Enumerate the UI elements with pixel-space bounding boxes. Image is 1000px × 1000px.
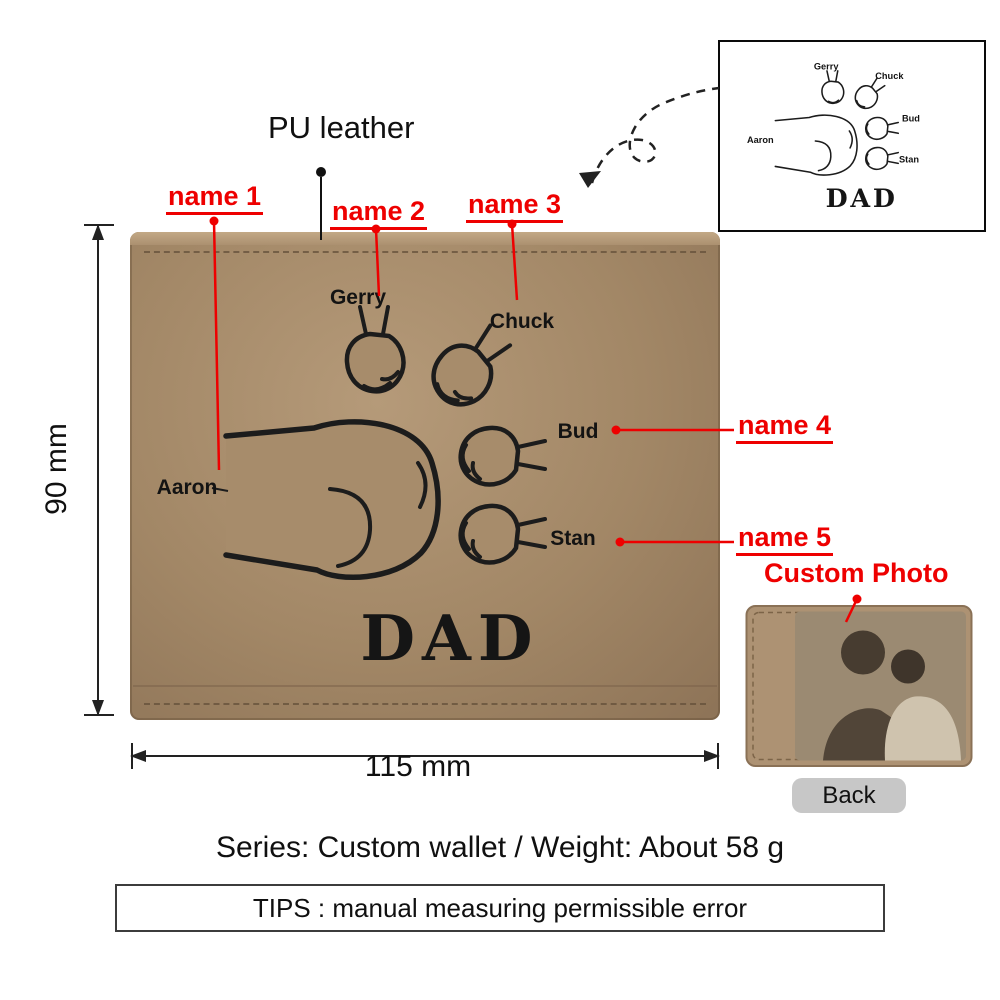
callout-name-5: name 5	[736, 523, 834, 557]
back-view-label: Back	[822, 781, 876, 809]
engraved-name-bud: Bud	[558, 420, 599, 443]
child-fist-stan-icon	[864, 146, 899, 171]
stitching-bottom	[144, 703, 706, 705]
fist-bump-engraving-preview: Gerry Chuck Bud Stan Aaron DAD	[747, 62, 920, 213]
engraved-name-gerry: Gerry	[330, 286, 386, 309]
preview-name-aaron: Aaron	[747, 135, 774, 145]
engraving-preview-inset: Gerry Chuck Bud Stan Aaron DAD	[718, 40, 986, 232]
callout-name-4: name 4	[736, 411, 834, 445]
material-label: PU leather	[268, 110, 415, 145]
width-dimension-label: 115 mm	[364, 750, 472, 783]
stitching-top	[144, 251, 706, 253]
engraved-dad-text: DAD	[360, 601, 539, 675]
callout-name-1: name 1	[166, 182, 264, 216]
series-weight-text: Series: Custom wallet / Weight: About 58…	[215, 831, 785, 864]
preview-name-bud: Bud	[902, 113, 920, 123]
engraved-photo	[795, 611, 966, 761]
child-fist-chuck-icon	[431, 323, 513, 407]
tips-box: TIPS : manual measuring permissible erro…	[115, 884, 885, 932]
back-view-button: Back	[792, 778, 906, 813]
engraved-name-stan: Stan	[550, 527, 596, 550]
dad-fist-icon	[223, 419, 441, 581]
aaron-connector-line	[211, 487, 229, 492]
fist-bump-engraving: Gerry Chuck Bud Stan Aaron DAD	[157, 286, 599, 675]
engraved-name-chuck: Chuck	[490, 310, 555, 333]
child-fist-gerry-icon	[344, 305, 406, 394]
tips-text: TIPS : manual measuring permissible erro…	[252, 892, 748, 923]
height-dimension-label: 90 mm	[40, 423, 73, 515]
preview-dad-text: DAD	[826, 183, 898, 213]
zoom-arrow-icon	[579, 86, 720, 188]
engraved-name-aaron: Aaron	[157, 476, 218, 499]
child-fist-gerry-icon	[821, 70, 845, 105]
preview-name-chuck: Chuck	[875, 71, 904, 81]
wallet-back-photo	[745, 604, 973, 768]
custom-photo-label: Custom Photo	[764, 558, 949, 588]
dad-fist-icon	[774, 114, 858, 176]
callout-name-3: name 3	[466, 190, 564, 224]
wallet-front-photo: Gerry Chuck Bud Stan Aaron DAD	[130, 232, 720, 720]
wallet-back-graphic	[745, 605, 973, 767]
callout-name-2: name 2	[330, 197, 428, 231]
wallet-fold-seam	[133, 685, 717, 687]
child-fist-bud-icon	[864, 116, 899, 141]
child-fist-chuck-icon	[854, 77, 886, 110]
child-fist-bud-icon	[458, 425, 547, 487]
height-dimension-line	[84, 224, 114, 716]
preview-name-stan: Stan	[899, 155, 919, 165]
child-fist-stan-icon	[458, 503, 547, 565]
wallet-top-edge	[130, 232, 720, 245]
preview-name-gerry: Gerry	[814, 62, 840, 72]
material-pointer-dot	[316, 167, 326, 177]
